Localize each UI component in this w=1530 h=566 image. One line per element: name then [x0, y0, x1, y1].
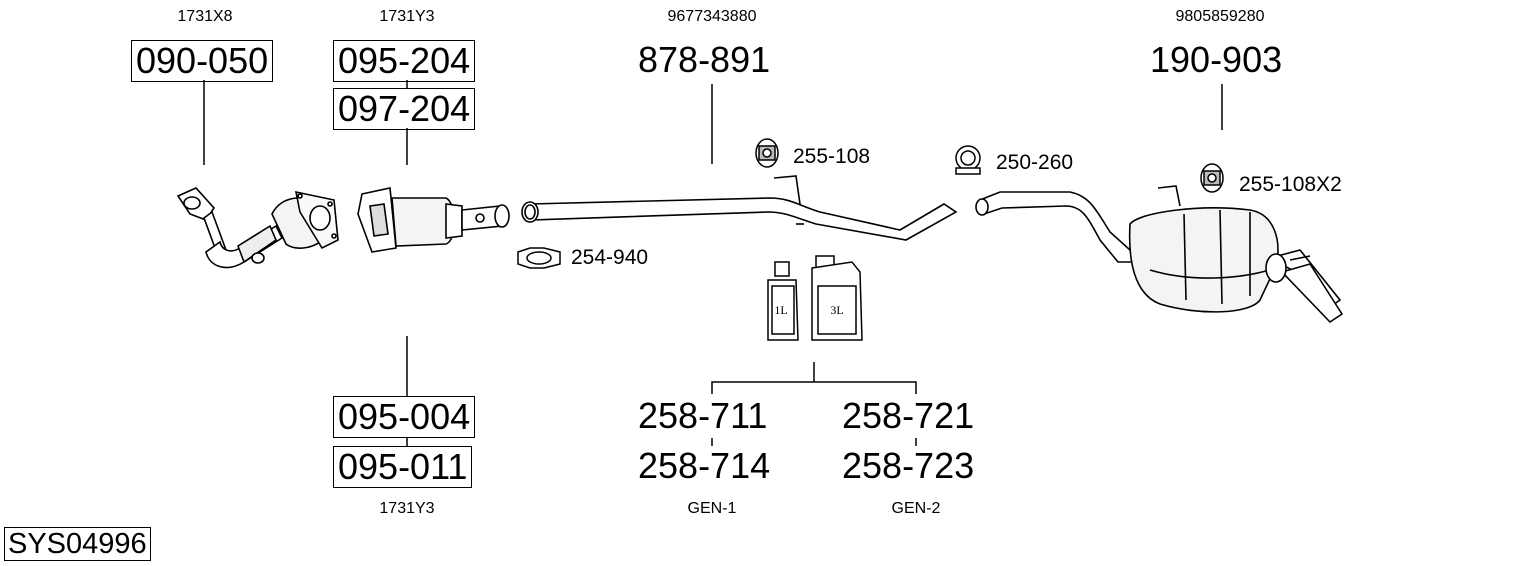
part-number-fluid-4[interactable]: 258-723 — [842, 445, 975, 486]
fluid-can-small-icon — [767, 261, 799, 341]
oem-code-catalyst: 1731X8 — [177, 8, 233, 25]
rear-silencer-drawing — [975, 185, 1344, 324]
part-number-middle-pipe[interactable]: 878-891 — [638, 39, 771, 80]
fluid-gen-1-label: GEN-1 — [687, 500, 737, 517]
accessory-label-clamp-1[interactable]: 250-260 — [996, 151, 1074, 174]
oem-code-filter: 1731Y3 — [379, 500, 435, 517]
catalyst-front-drawing — [176, 187, 339, 269]
rubber-mount-icon — [755, 138, 779, 168]
part-number-rear-silencer[interactable]: 190-903 — [1150, 39, 1283, 80]
part-number-catalyst-alt-1[interactable]: 095-204 — [333, 40, 476, 82]
part-number-filter-alt-1[interactable]: 095-004 — [333, 396, 476, 438]
middle-pipe-drawing — [521, 175, 958, 241]
fluid-can-large-label: 3L — [830, 303, 843, 317]
catalyst-alt-drawing — [357, 187, 510, 253]
part-number-catalyst-alt-2[interactable]: 097-204 — [333, 88, 476, 130]
oem-code-catalyst-alt: 1731Y3 — [379, 8, 435, 25]
flange-clamp-icon — [517, 247, 561, 269]
part-number-fluid-2[interactable]: 258-714 — [638, 445, 771, 486]
fluid-can-small-label: 1L — [774, 303, 787, 317]
fluid-can-large-icon — [811, 255, 863, 341]
fluid-bracket — [711, 381, 917, 394]
part-number-fluid-3[interactable]: 258-721 — [842, 395, 975, 436]
accessory-label-mount-1[interactable]: 255-108 — [793, 145, 871, 168]
part-number-fluid-1[interactable]: 258-711 — [638, 395, 768, 436]
system-id: SYS04996 — [4, 527, 151, 561]
oem-code-middle-pipe: 9677343880 — [667, 8, 757, 25]
fluid-gen-2-label: GEN-2 — [891, 500, 941, 517]
accessory-label-clamp-2[interactable]: 254-940 — [571, 246, 649, 269]
part-number-filter-alt-2[interactable]: 095-011 — [333, 446, 473, 488]
accessory-label-mount-2[interactable]: 255-108X2 — [1239, 173, 1342, 196]
part-number-catalyst-front[interactable]: 090-050 — [131, 40, 274, 82]
rubber-mount-pair-icon — [1200, 163, 1224, 193]
oem-code-rear-silencer: 9805859280 — [1175, 8, 1265, 25]
clamp-icon — [955, 145, 981, 175]
